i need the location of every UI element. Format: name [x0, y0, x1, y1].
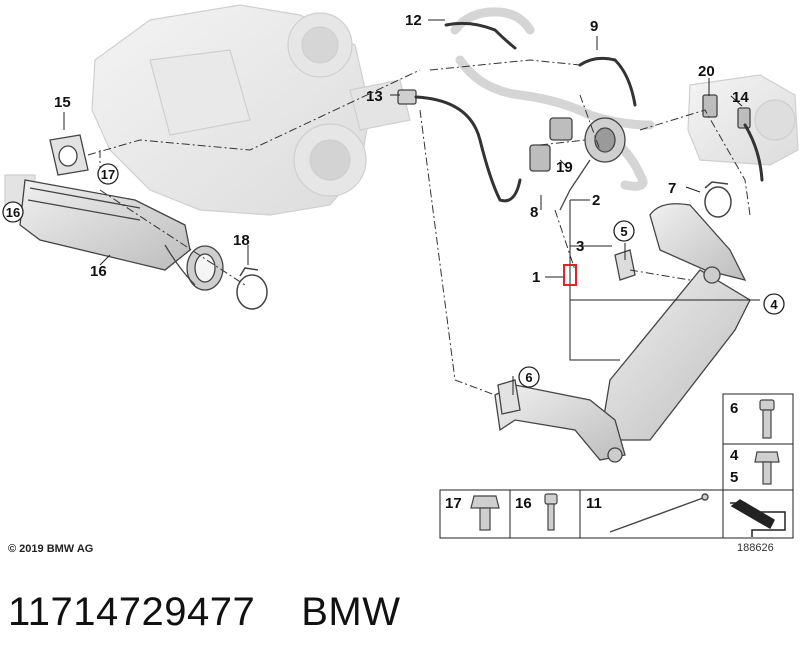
callout-5: 5: [620, 224, 627, 239]
callout-18: 18: [233, 232, 250, 249]
bolt-17-icon: [470, 495, 500, 531]
circle-16: [2, 201, 24, 223]
hardware-table: [439, 393, 794, 539]
exploded-view: 12 9 13 15 20 14 19 2 8 7 18 16 3 1 17 1…: [2, 4, 799, 539]
table-label-5: 5: [730, 469, 738, 486]
solenoid-19: [529, 117, 573, 172]
callout-7: 7: [668, 180, 676, 197]
callout-8: 8: [530, 204, 538, 221]
assembly-lines: [87, 59, 751, 396]
copyright: © 2019 BMW AG: [8, 543, 94, 555]
callout-1: 1: [532, 269, 540, 286]
cooler-14: [19, 179, 224, 291]
callout-3: 3: [576, 238, 584, 255]
clamp-7: [704, 181, 732, 218]
circled-callouts: [2, 163, 785, 388]
pressure-sensor-12: [397, 89, 417, 105]
callout-12: 13: [366, 88, 383, 105]
turbocharger-background: [4, 4, 411, 216]
circle-17: [97, 163, 119, 185]
bolt-6-icon: [759, 399, 775, 439]
callouts: 12 9 13 15 20 14 19 2 8 7 18 16 3 1: [54, 12, 749, 286]
sensors-13-20: [702, 94, 751, 129]
callout-15: 15: [54, 94, 71, 111]
highlight-marker: [563, 264, 577, 286]
table-label-17: 17: [445, 495, 462, 512]
clamp-18: [236, 267, 268, 310]
circled-callout-labels: 17 16 5 4 6: [6, 167, 779, 385]
table-label-6: 6: [730, 400, 738, 417]
callout-14: 16: [90, 263, 107, 280]
table-label-4: 4: [730, 447, 739, 464]
callout-17: 17: [101, 167, 115, 182]
circle-5: [613, 220, 635, 242]
callout-19: 19: [556, 159, 573, 176]
callout-4: 4: [770, 297, 778, 312]
sensor-lines: [414, 21, 764, 203]
callout-13: 14: [732, 89, 749, 106]
circle-6: [518, 366, 540, 388]
cable-tie-11-icon: [609, 493, 709, 533]
callout-6: 6: [525, 370, 532, 385]
gasket-6: [497, 379, 521, 415]
hardware-labels: 6 4 5 17 16 11: [445, 400, 739, 512]
callout-16: 16: [6, 205, 20, 220]
circle-4: [763, 293, 785, 315]
actuator-2: [559, 117, 626, 211]
brand: BMW: [301, 590, 401, 634]
callout-2: 2: [592, 192, 600, 209]
caption: 11714729477 BMW: [8, 590, 401, 635]
callout-10: 12: [405, 12, 422, 29]
egr-cooler-assembly: [494, 203, 751, 463]
part-number: 11714729477: [8, 590, 256, 634]
callout-9: 9: [590, 18, 598, 35]
leader-lines: [63, 19, 760, 395]
reference-number: 188626: [737, 542, 774, 554]
table-label-11: 11: [586, 495, 602, 512]
table-label-16: 16: [515, 495, 532, 512]
gasket-15: [49, 134, 89, 176]
bolt-4-5-icon: [754, 451, 780, 485]
arrow-symbol-icon: [730, 499, 786, 537]
callout-20: 20: [698, 63, 715, 80]
bolt-16-icon: [544, 493, 558, 531]
